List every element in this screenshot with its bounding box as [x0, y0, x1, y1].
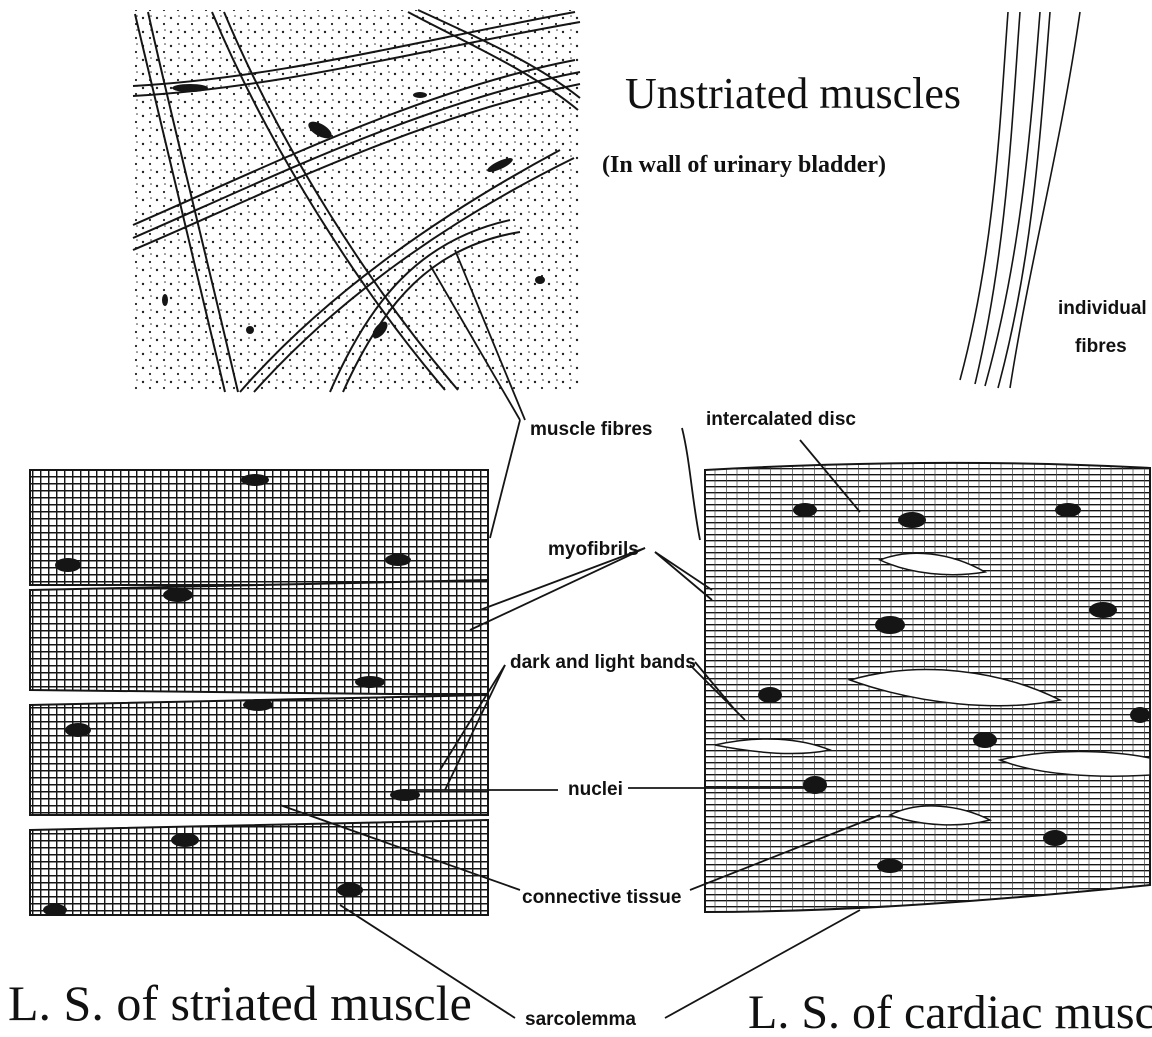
label-muscle-fibres: muscle fibres — [530, 419, 653, 440]
unstriated-muscle-panel — [133, 10, 580, 392]
cardiac-muscle-panel — [705, 463, 1150, 912]
striated-muscle-title: L. S. of striated muscle — [8, 975, 472, 1031]
cardiac-muscle-title: L. S. of cardiac muscle — [748, 986, 1152, 1037]
label-nuclei: nuclei — [568, 779, 623, 800]
unstriated-title: Unstriated muscles — [625, 69, 961, 118]
label-fibres: fibres — [1075, 336, 1127, 357]
striated-muscle-panel — [30, 470, 488, 916]
label-individual: individual — [1058, 298, 1147, 319]
label-intercalated-disc: intercalated disc — [706, 409, 856, 430]
label-myofibrils: myofibrils — [548, 539, 639, 560]
label-dark-light-bands: dark and light bands — [510, 652, 696, 673]
label-connective-tissue: connective tissue — [522, 887, 681, 908]
label-sarcolemma: sarcolemma — [525, 1009, 636, 1030]
unstriated-subtitle: (In wall of urinary bladder) — [602, 152, 886, 178]
individual-fibres-drawing — [960, 12, 1080, 388]
